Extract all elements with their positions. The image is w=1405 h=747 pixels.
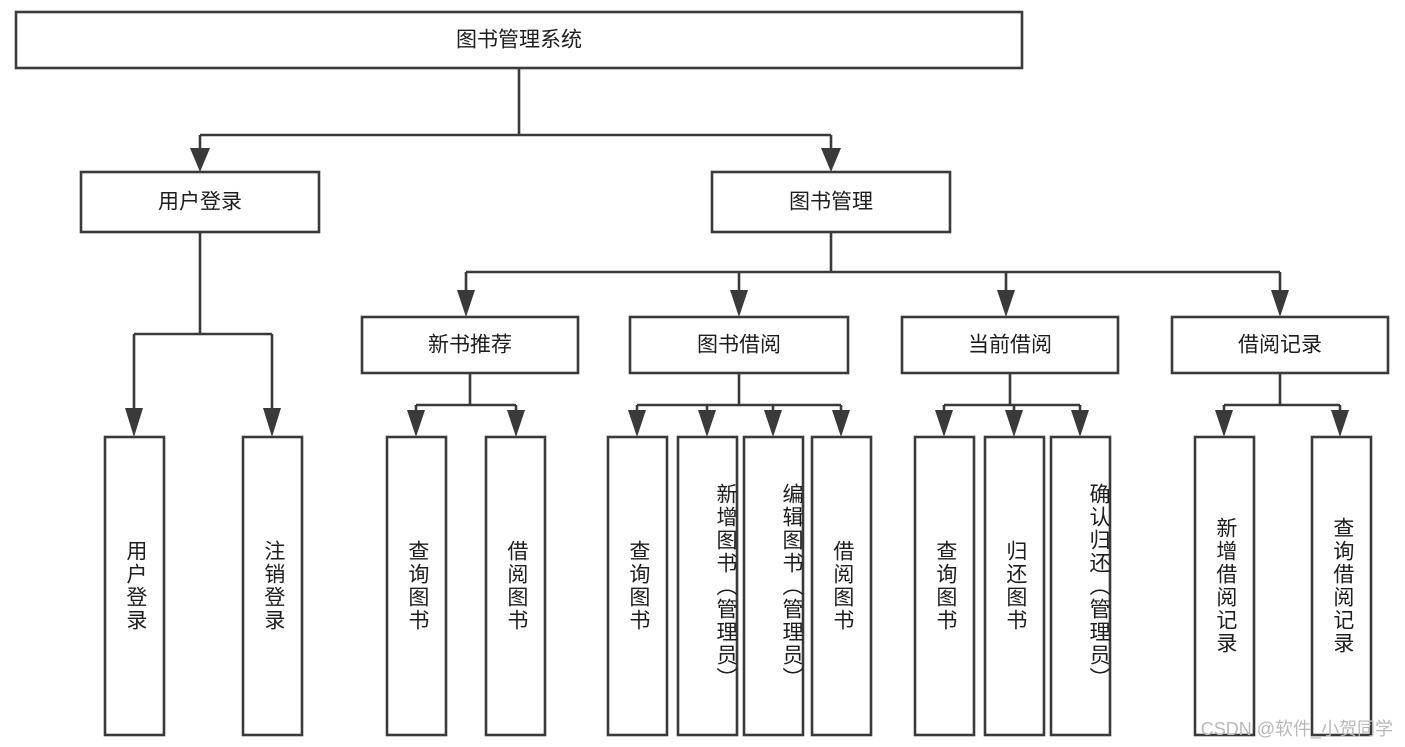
node-new-book-rec-label: 新书推荐 — [428, 334, 512, 357]
arrow-head-icon — [407, 410, 425, 437]
node-root[interactable]: 图书管理系统 — [14, 10, 1024, 70]
node-user-login[interactable]: 用户登录 — [79, 170, 321, 234]
node-user-login-label: 用户登录 — [158, 191, 242, 214]
node-leaf-rec-add-rect[interactable] — [1193, 435, 1256, 737]
arrow-head-icon — [507, 410, 525, 437]
node-leaf-cur-query-rect[interactable] — [913, 435, 976, 737]
arrow-head-icon — [1215, 410, 1233, 437]
node-current-borrow[interactable]: 当前借阅 — [900, 315, 1120, 375]
node-current-borrow-rect[interactable] — [900, 315, 1120, 375]
connector-currentborrow-to-leaves — [935, 373, 1089, 437]
node-leaf-cur-return-rect[interactable] — [983, 435, 1046, 737]
node-leaf-borrow-add-rect[interactable] — [676, 435, 739, 737]
node-leaf-cur-confirm-rect[interactable] — [1049, 435, 1112, 737]
node-leaf-rec-query2-rect[interactable] — [1310, 435, 1373, 737]
arrow-head-icon — [1005, 410, 1023, 437]
watermark-text: CSDN @软件_小贺同学 — [1200, 719, 1393, 739]
node-book-borrow[interactable]: 图书借阅 — [628, 315, 850, 375]
arrow-head-icon — [1331, 410, 1349, 437]
node-book-manage-rect[interactable] — [710, 170, 952, 234]
node-book-borrow-label: 图书借阅 — [697, 334, 781, 357]
node-book-manage-label: 图书管理 — [789, 191, 873, 214]
node-root-label: 图书管理系统 — [456, 29, 582, 52]
arrow-head-icon — [935, 410, 953, 437]
node-leaf-rec-query-rect[interactable] — [385, 435, 448, 737]
connector-bookmanage-to-level3 — [457, 232, 1289, 317]
connector-newbookrec-to-leaves — [407, 373, 525, 437]
node-leaf-user-logout-rect[interactable] — [241, 435, 304, 737]
node-current-borrow-label: 当前借阅 — [968, 334, 1052, 357]
arrow-head-icon — [698, 410, 716, 437]
node-book-borrow-rect[interactable] — [628, 315, 850, 375]
arrow-head-icon — [1271, 290, 1289, 317]
node-borrow-record-rect[interactable] — [1170, 315, 1390, 375]
node-leaf-user-login-rect[interactable] — [103, 435, 166, 737]
node-book-manage[interactable]: 图书管理 — [710, 170, 952, 234]
arrow-head-icon — [764, 410, 782, 437]
node-leaf-rec-borrow-rect[interactable] — [484, 435, 547, 737]
arrow-head-icon — [457, 290, 475, 317]
connector-borrowrecord-to-leaves — [1215, 373, 1349, 437]
node-borrow-record[interactable]: 借阅记录 — [1170, 315, 1390, 375]
node-root-rect[interactable] — [14, 10, 1024, 70]
node-user-login-rect[interactable] — [79, 170, 321, 234]
arrow-head-icon — [997, 290, 1015, 317]
arrow-head-icon — [628, 410, 646, 437]
arrow-head-icon — [263, 408, 281, 437]
node-leaf-borrow-edit-rect[interactable] — [742, 435, 805, 737]
node-borrow-record-label: 借阅记录 — [1238, 334, 1322, 357]
connector-bookborrow-to-leaves — [628, 373, 850, 437]
arrow-head-icon — [730, 290, 748, 317]
connector-userlogin-to-leaves — [125, 232, 281, 437]
arrow-head-icon — [190, 148, 210, 172]
arrow-head-icon — [832, 410, 850, 437]
node-leaf-borrow-do-rect[interactable] — [810, 435, 873, 737]
arrow-head-icon — [1071, 410, 1089, 437]
arrow-head-icon — [125, 408, 143, 437]
arrow-head-icon — [821, 148, 841, 172]
node-leaf-borrow-query-rect[interactable] — [606, 435, 669, 737]
node-new-book-rec-rect[interactable] — [360, 315, 580, 375]
node-new-book-rec[interactable]: 新书推荐 — [360, 315, 580, 375]
connector-root-to-level2 — [190, 68, 841, 172]
